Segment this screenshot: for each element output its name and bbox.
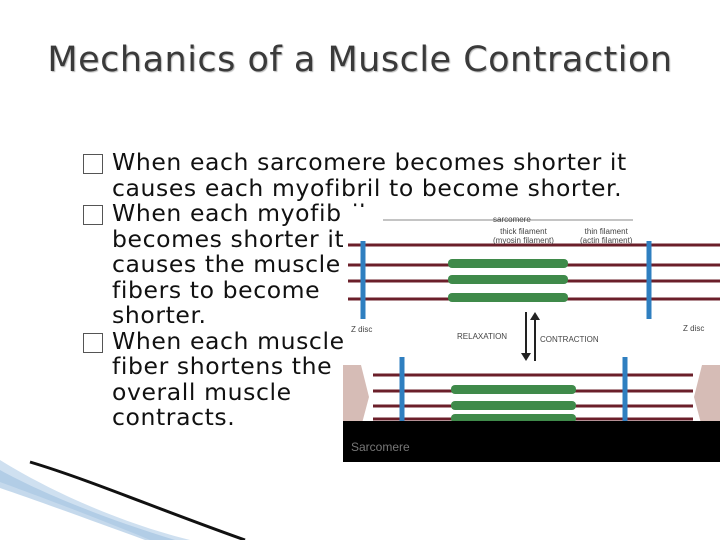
bullet-item: When each sarcomere becomes shorter it c…: [83, 148, 703, 202]
push-arrow-left: [343, 365, 369, 427]
z-disc-label: Z disc: [683, 324, 705, 333]
sarcomere-label: sarcomere: [493, 215, 531, 224]
thick-filament: [451, 414, 576, 423]
thick-filament: [448, 259, 568, 268]
checkbox-bullet-icon: [83, 205, 103, 225]
bullet-list: When each sarcomere becomes shorter it c…: [83, 148, 703, 431]
thick-filament-label: thick filament (myosin filament): [493, 227, 554, 245]
thick-filament: [451, 385, 576, 394]
bullet-text: When each myofibril becomes shorter it c…: [112, 199, 367, 329]
bullet-item: When each muscle fiber shortens the over…: [83, 326, 372, 431]
bullet-text: When each muscle fiber shortens the over…: [112, 326, 345, 431]
caption-text: Sarcomere: [351, 440, 410, 454]
checkbox-bullet-icon: [83, 332, 103, 353]
z-disc-label: Z disc: [351, 325, 373, 334]
contraction-label: CONTRACTION: [540, 335, 599, 344]
sarcomere-illustration: [343, 219, 720, 427]
bullet-text: When each sarcomere becomes shorter it c…: [112, 148, 627, 202]
relaxation-label: RELAXATION: [457, 332, 508, 341]
thin-filament-label: thin filament (actin filament): [580, 227, 633, 245]
sarcomere-diagram: sarcomere thick filament (myosin filamen…: [343, 207, 720, 462]
caption-banner: Sarcomere: [343, 421, 720, 462]
thick-filament: [448, 275, 568, 284]
decorative-swoosh: [0, 460, 246, 540]
slide-title: Mechanics of a Muscle Contraction: [47, 40, 673, 80]
bullet-item: When each myofibril becomes shorter it c…: [83, 199, 372, 329]
thick-filament: [451, 401, 576, 410]
push-arrow-right: [694, 365, 720, 427]
checkbox-bullet-icon: [83, 154, 103, 174]
thick-filament: [448, 293, 568, 302]
